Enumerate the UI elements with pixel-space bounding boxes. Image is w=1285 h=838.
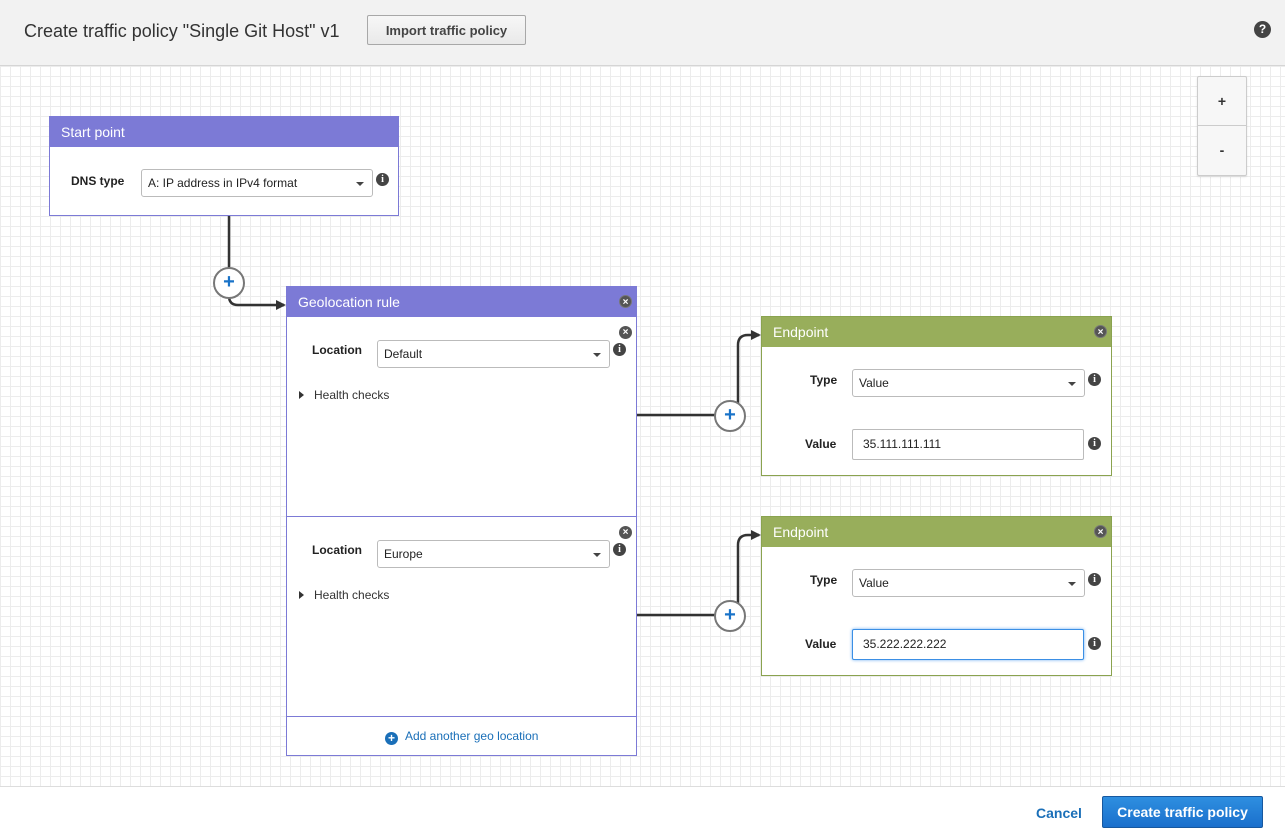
chevron-down-icon	[593, 353, 601, 357]
remove-location-icon[interactable]: ×	[619, 526, 632, 539]
add-circle-icon: +	[385, 732, 398, 745]
location-select[interactable]: Europe	[377, 540, 610, 568]
rule-divider	[287, 516, 636, 517]
add-endpoint-plus-button[interactable]: +	[714, 600, 746, 632]
zoom-in-button[interactable]: +	[1198, 77, 1246, 126]
caret-right-icon	[299, 391, 304, 399]
chevron-down-icon	[356, 182, 364, 186]
cancel-button[interactable]: Cancel	[1036, 805, 1082, 821]
endpoint-box: Endpoint × Type Value i Value 35.222.222…	[761, 516, 1112, 676]
info-icon[interactable]: i	[1088, 573, 1101, 586]
create-traffic-policy-button[interactable]: Create traffic policy	[1102, 796, 1263, 828]
health-checks-label: Health checks	[314, 388, 390, 402]
start-point-title: Start point	[50, 117, 398, 147]
health-checks-toggle[interactable]: Health checks	[299, 388, 389, 402]
dns-type-select[interactable]: A: IP address in IPv4 format	[141, 169, 373, 197]
dns-type-label: DNS type	[71, 174, 125, 188]
value-label: Value	[805, 437, 837, 451]
close-icon[interactable]: ×	[1094, 525, 1107, 538]
remove-location-icon[interactable]: ×	[619, 326, 632, 339]
location-label: Location	[312, 343, 362, 357]
endpoint-type-value: Value	[859, 576, 889, 590]
endpoint-title: Endpoint	[773, 524, 829, 540]
close-icon[interactable]: ×	[1094, 325, 1107, 338]
add-geo-location-link[interactable]: + Add another geo location	[385, 729, 538, 745]
geolocation-rule-title: Geolocation rule	[298, 294, 400, 310]
info-icon[interactable]: i	[613, 343, 626, 356]
add-endpoint-plus-button[interactable]: +	[714, 400, 746, 432]
info-icon[interactable]: i	[1088, 637, 1101, 650]
location-select[interactable]: Default	[377, 340, 610, 368]
endpoint-header: Endpoint ×	[762, 317, 1111, 347]
endpoint-title: Endpoint	[773, 324, 829, 340]
info-icon[interactable]: i	[1088, 437, 1101, 450]
endpoint-type-select[interactable]: Value	[852, 369, 1085, 397]
chevron-down-icon	[1068, 382, 1076, 386]
endpoint-value-input[interactable]: 35.222.222.222	[852, 629, 1084, 660]
info-icon[interactable]: i	[376, 173, 389, 186]
zoom-out-button[interactable]: -	[1219, 142, 1225, 158]
geolocation-rule-box: Geolocation rule × × Location Default i …	[286, 286, 637, 756]
location-value: Europe	[384, 547, 423, 561]
endpoint-type-value: Value	[859, 376, 889, 390]
health-checks-toggle[interactable]: Health checks	[299, 588, 389, 602]
endpoint-type-select[interactable]: Value	[852, 569, 1085, 597]
type-label: Type	[810, 373, 838, 387]
dns-type-value: A: IP address in IPv4 format	[148, 176, 298, 190]
health-checks-label: Health checks	[314, 588, 390, 602]
import-traffic-policy-button[interactable]: Import traffic policy	[367, 15, 526, 45]
caret-right-icon	[299, 591, 304, 599]
endpoint-header: Endpoint ×	[762, 517, 1111, 547]
type-label: Type	[810, 573, 838, 587]
start-point-box: Start point DNS type A: IP address in IP…	[49, 116, 399, 216]
add-rule-plus-button[interactable]: +	[213, 267, 245, 299]
add-geo-location-label: Add another geo location	[405, 729, 539, 743]
info-icon[interactable]: i	[1088, 373, 1101, 386]
close-icon[interactable]: ×	[619, 295, 632, 308]
help-icon[interactable]: ?	[1254, 21, 1271, 38]
page-title: Create traffic policy "Single Git Host" …	[24, 21, 340, 41]
chevron-down-icon	[1068, 582, 1076, 586]
geolocation-rule-header: Geolocation rule ×	[287, 287, 636, 317]
page-header: Create traffic policy "Single Git Host" …	[0, 0, 1285, 66]
location-value: Default	[384, 347, 423, 361]
endpoint-box: Endpoint × Type Value i Value 35.111.111…	[761, 316, 1112, 476]
endpoint-value-input[interactable]: 35.111.111.111	[852, 429, 1084, 460]
page-footer: Cancel Create traffic policy	[0, 786, 1285, 838]
info-icon[interactable]: i	[613, 543, 626, 556]
rule-divider	[287, 716, 636, 717]
chevron-down-icon	[593, 553, 601, 557]
zoom-controls: + -	[1197, 76, 1247, 176]
value-label: Value	[805, 637, 837, 651]
location-label: Location	[312, 543, 362, 557]
